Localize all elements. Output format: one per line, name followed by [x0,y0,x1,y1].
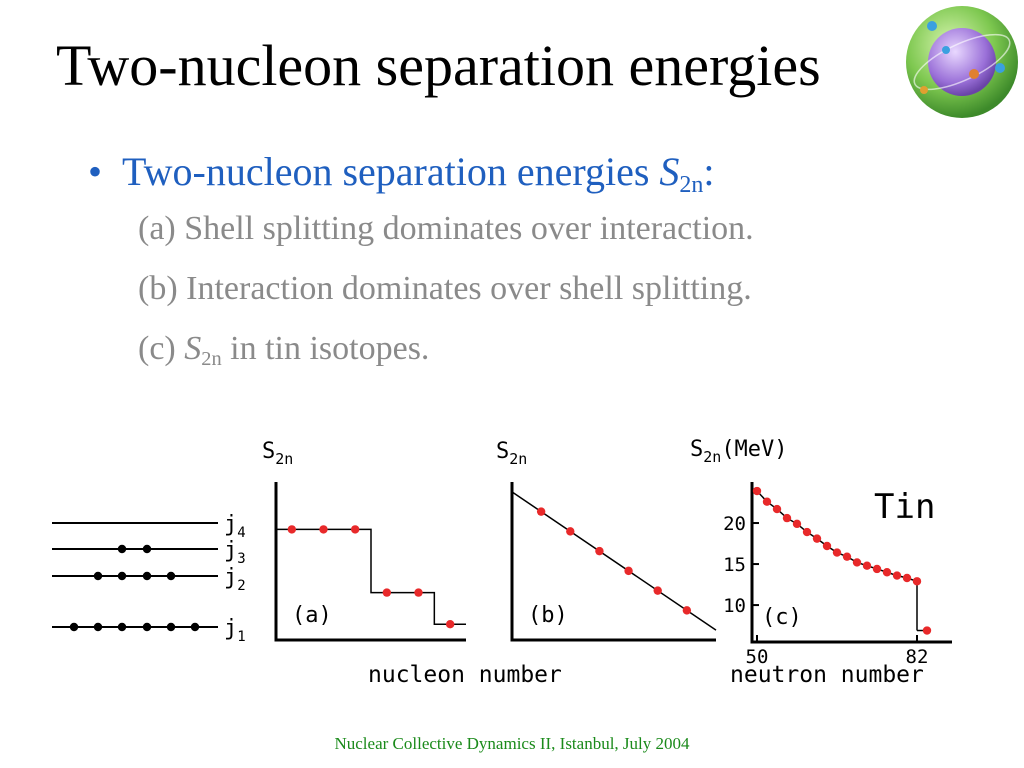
chart-c-point [762,497,772,506]
chart-c-point [842,552,852,561]
chart-b-axes [510,482,716,642]
shell-level-label: j2 [224,565,246,594]
shell-level-label-main: j [224,538,237,563]
chart-c-point [792,519,802,529]
chart-c-annotation: Tin [874,487,935,527]
chart-b-ylabel: S2n [496,439,527,468]
shell-level-label-sub: 1 [237,629,245,645]
atom-logo-icon [906,6,1018,118]
chart-b-point [682,606,692,615]
shell-level-label-main: j [224,565,237,590]
subitem-a: (a) Shell splitting dominates over inter… [138,210,754,247]
chart-a: S2n (a) [262,439,466,642]
slide-title: Two-nucleon separation energies [56,33,821,98]
chart-b-panel-label: (b) [528,603,568,628]
chart-c-axes [750,482,952,644]
chart-c-panel-label: (c) [762,605,802,630]
shell-level-label-sub: 4 [237,525,245,541]
xaxis-label-tin: neutron number [730,662,924,688]
chart-a-axes [274,482,466,642]
chart-c-point [822,541,832,551]
shell-level-label: j4 [224,512,246,541]
bullet-text: Two-nucleon separation energies [122,149,660,194]
shell-level-label: j3 [224,538,246,567]
subitem-b: (b) Interaction dominates over shell spl… [138,270,752,307]
chart-c-point [892,571,902,580]
shell-level-label: j1 [224,616,246,645]
chart-b-point [653,586,662,595]
chart-c: S2n(MeV) (c) Tin 10 15 20 50 82 [690,437,952,668]
chart-a-point [287,525,297,534]
nucleon-dot [117,571,127,581]
chart-c-xtick-label: 50 [746,646,769,668]
subitem-c-symbol: S [184,330,202,367]
nucleon-dot [93,571,103,581]
chart-b-point [624,566,633,576]
nucleon-dot [166,622,176,632]
chart-a-point [414,588,423,597]
bullet-symbol: S [659,149,680,194]
chart-c-xtick-label: 82 [906,646,929,668]
chart-c-point [752,486,762,496]
nucleon-dot [117,544,127,554]
shell-level-label-main: j [224,616,237,641]
chart-c-point [852,558,862,567]
chart-c-point [832,548,842,557]
chart-c-point [872,564,882,574]
chart-c-ytick-label: 15 [723,554,746,576]
chart-b-point [566,527,575,536]
chart-c-point [782,513,792,523]
chart-c-point [812,534,822,543]
chart-c-point [772,504,782,514]
nucleon-dot [142,571,152,581]
footer-text: Nuclear Collective Dynamics II, Istanbul… [334,734,690,753]
nucleon-dot [93,622,103,632]
chart-a-point [445,620,455,629]
chart-c-ytick-label: 10 [723,595,746,617]
chart-c-point [902,573,912,583]
chart-c-point [862,561,872,570]
chart-c-point [922,626,932,635]
nucleon-dot [142,622,152,632]
subitem-c-prefix: (c) [138,330,185,367]
chart-a-point [319,525,328,534]
chart-b-point [595,546,604,556]
shell-level-label-sub: 2 [237,578,245,594]
chart-a-point [382,588,392,597]
chart-b-point [536,507,546,516]
main-bullet: • Two-nucleon separation energies S2n: [88,148,715,199]
chart-a-point [350,525,360,534]
nucleon-dot [190,622,200,632]
nucleon-dot [166,571,176,581]
chart-c-point [882,568,892,577]
chart-a-ylabel: S2n [262,439,293,468]
bullet-symbol-sub: 2n [679,172,704,199]
chart-c-point [912,577,922,586]
subitem-c: (c) S2n in tin isotopes. [138,330,429,371]
chart-c-point [802,527,812,537]
xaxis-label-shared: nucleon number [368,662,562,688]
nucleon-dot [69,622,79,632]
chart-c-ylabel: S2n(MeV) [690,437,788,466]
subitem-c-suffix: in tin isotopes. [221,330,430,367]
chart-a-step-line [276,528,466,625]
bullet-suffix: : [703,149,715,194]
shell-level-label-sub: 3 [237,551,245,567]
shell-level-label-main: j [224,512,237,537]
chart-b: S2n (b) [496,439,717,642]
chart-c-ytick-label: 20 [723,513,746,535]
bullet-marker: • [88,149,123,194]
nucleon-dot [117,622,127,632]
nucleon-dot [142,544,152,554]
chart-a-panel-label: (a) [292,603,332,628]
chart-b-trend-line [511,491,717,631]
subitem-c-sub: 2n [201,348,222,371]
